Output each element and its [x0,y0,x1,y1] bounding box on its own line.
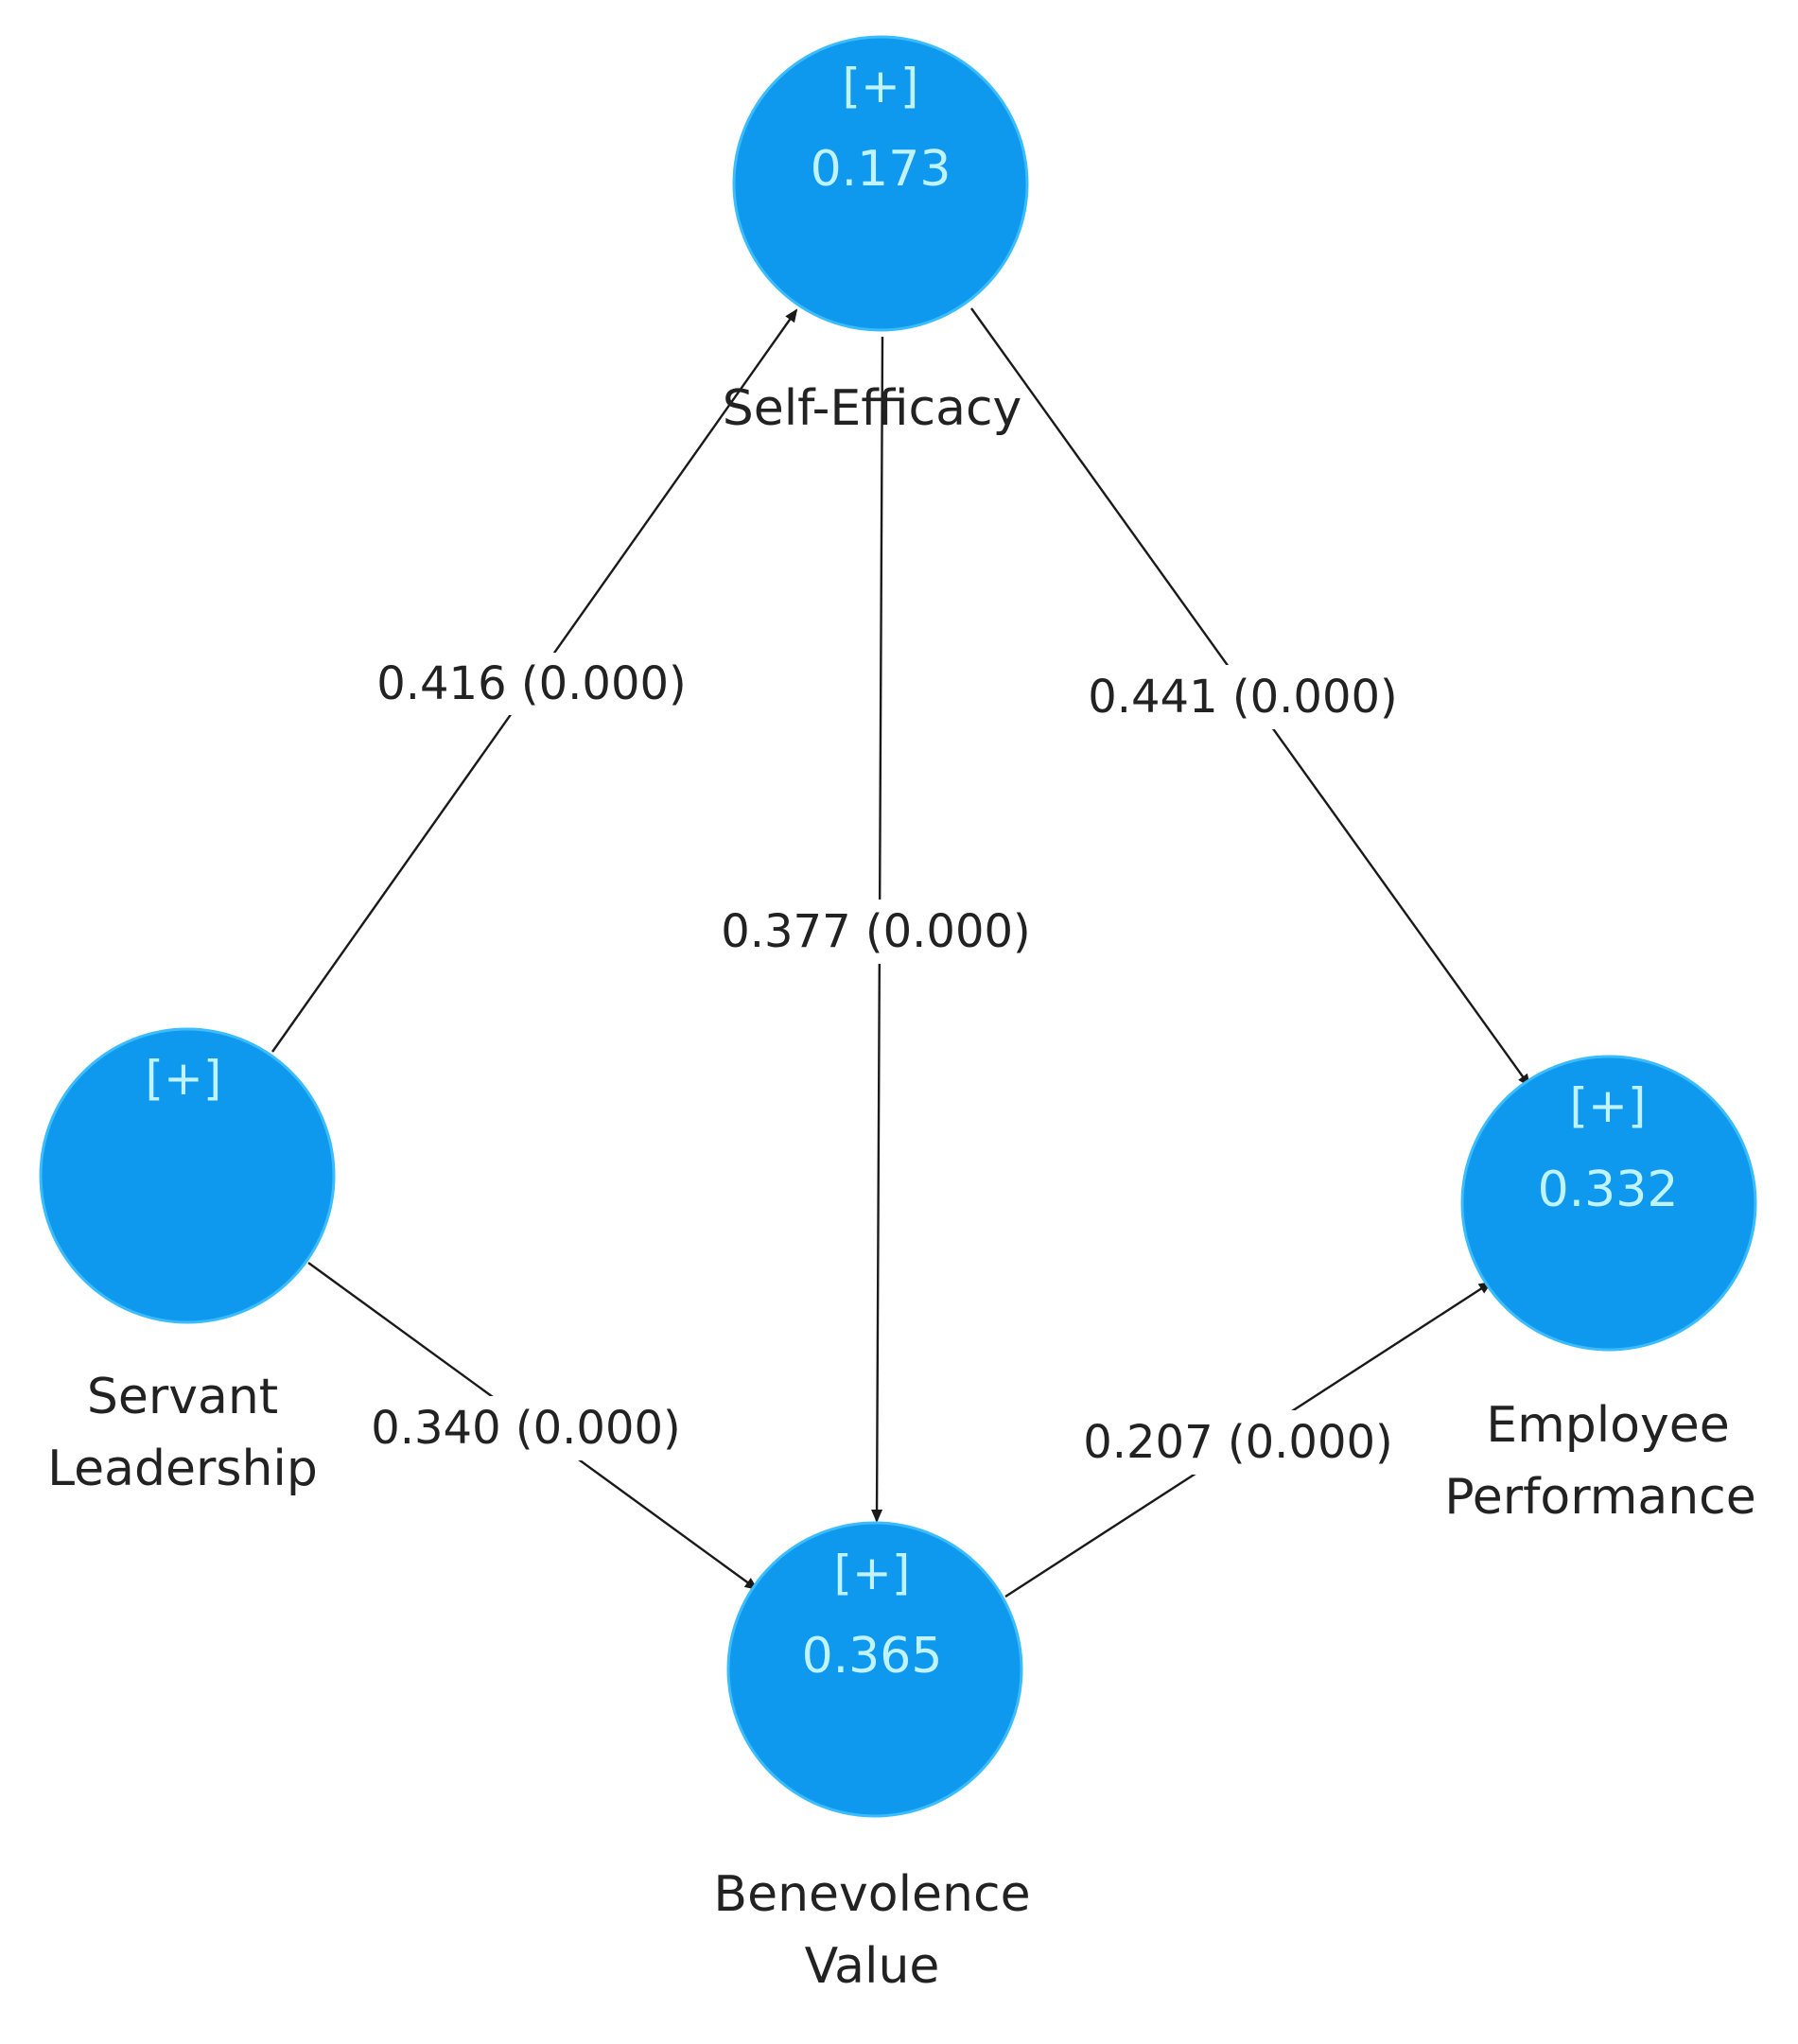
node-employee-performance[interactable]: [+] 0.332 [1460,1055,1757,1352]
node-benevolence-value[interactable]: [+] 0.365 [726,1521,1023,1818]
node-servant-leadership[interactable]: [+] [39,1027,336,1324]
path-label-servant-to-benevolence: 0.340 (0.000) [371,1396,681,1460]
r-squared-value: 0.365 [802,1628,943,1685]
expand-toggle-icon[interactable]: [+] [834,1546,911,1600]
path-label-benevolence-to-employee: 0.207 (0.000) [1083,1410,1393,1475]
path-coefficient-text: 0.441 (0.000) [1088,671,1398,724]
node-label-employee-performance-line2: Performance [1444,1469,1756,1526]
node-label-benevolence-value-line1: Benevolence [713,1866,1030,1923]
expand-toggle-icon[interactable]: [+] [1570,1078,1647,1133]
node-self-efficacy[interactable]: [+] 0.173 [732,35,1029,332]
node-label-servant-leadership-line2: Leadership [47,1441,318,1497]
path-label-self-efficacy-to-employee: 0.441 (0.000) [1088,665,1398,729]
path-label-self-efficacy-to-benevolence: 0.377 (0.000) [721,900,1031,964]
path-coefficient-text: 0.207 (0.000) [1083,1416,1393,1469]
node-label-benevolence-value-line2: Value [805,1938,940,1995]
path-label-servant-to-self-efficacy: 0.416 (0.000) [376,653,687,715]
node-label-servant-leadership-line1: Servant [87,1369,278,1425]
expand-toggle-icon[interactable]: [+] [146,1051,222,1106]
node-label-employee-performance-line1: Employee [1486,1397,1730,1454]
expand-toggle-icon[interactable]: [+] [843,59,919,114]
r-squared-value: 0.173 [811,141,951,198]
path-coefficient-text: 0.416 (0.000) [376,657,687,710]
node-label-self-efficacy: Self-Efficacy [723,380,1022,437]
path-coefficient-text: 0.377 (0.000) [721,905,1031,958]
path-coefficient-text: 0.340 (0.000) [371,1402,681,1455]
r-squared-value: 0.332 [1538,1162,1679,1218]
